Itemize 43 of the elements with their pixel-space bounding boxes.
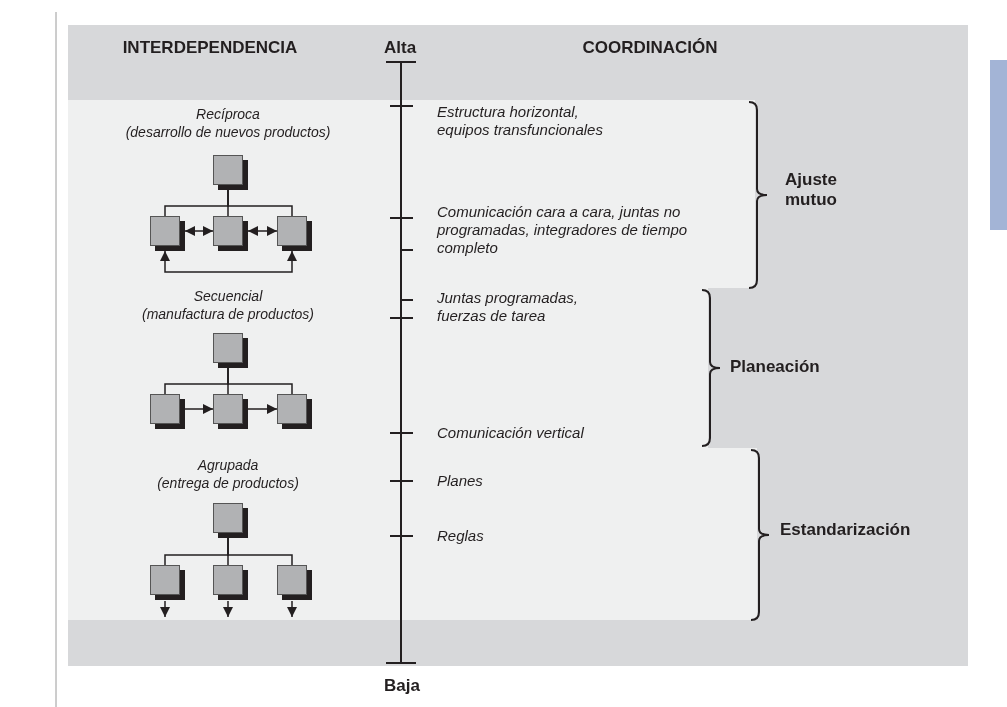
connector-line (227, 537, 293, 566)
arrow (247, 404, 278, 414)
axis-label: Alta (384, 38, 417, 59)
square-block (213, 503, 248, 538)
square-block (150, 216, 185, 251)
square-block (150, 394, 185, 429)
interdependence-type: Secuencial (192, 288, 264, 305)
square-block (213, 216, 248, 251)
arrow (160, 250, 297, 273)
square-block (150, 565, 185, 600)
coordination-mechanism: Comunicación vertical (437, 424, 584, 442)
interdependence-type: (entrega de productos) (156, 475, 300, 492)
column-heading: INTERDEPENDENCIA (121, 38, 299, 59)
interdependence-type: (manufactura de productos) (141, 306, 315, 323)
bracket-label: Ajuste mutuo (785, 170, 838, 211)
interdependence-type: Agrupada (196, 457, 260, 474)
bracket-label: Planeación (730, 357, 820, 378)
square-block (277, 565, 312, 600)
column-heading: COORDINACIÓN (581, 38, 719, 59)
square-block (277, 394, 312, 429)
arrow (184, 226, 214, 236)
square-block (213, 394, 248, 429)
side-tab (990, 60, 1007, 230)
connector-line (227, 367, 293, 395)
arrow (287, 600, 297, 618)
square-block (213, 565, 248, 600)
coordination-mechanism: Planes (437, 472, 483, 490)
axis-label: Baja (384, 676, 420, 697)
square-block (213, 155, 248, 190)
interdependence-type: Recíproca (195, 106, 261, 123)
arrow (160, 600, 170, 618)
arrow (184, 404, 214, 414)
coordination-mechanism: Comunicación cara a cara, juntas no programadas, integradores de tiempo completo (437, 203, 689, 257)
coordination-mechanism: Reglas (437, 527, 484, 545)
square-block (277, 216, 312, 251)
coordination-mechanism: Juntas programadas, fuerzas de tarea (437, 289, 579, 325)
coordination-mechanism: Estructura horizontal, equipos transfuncionales (437, 103, 604, 139)
arrow (247, 226, 278, 236)
interdependence-type: (desarrollo de nuevos productos) (124, 124, 332, 141)
arrow (223, 600, 233, 618)
connector-line (227, 189, 293, 217)
bracket-label: Estandarización (780, 520, 911, 541)
square-block (213, 333, 248, 368)
